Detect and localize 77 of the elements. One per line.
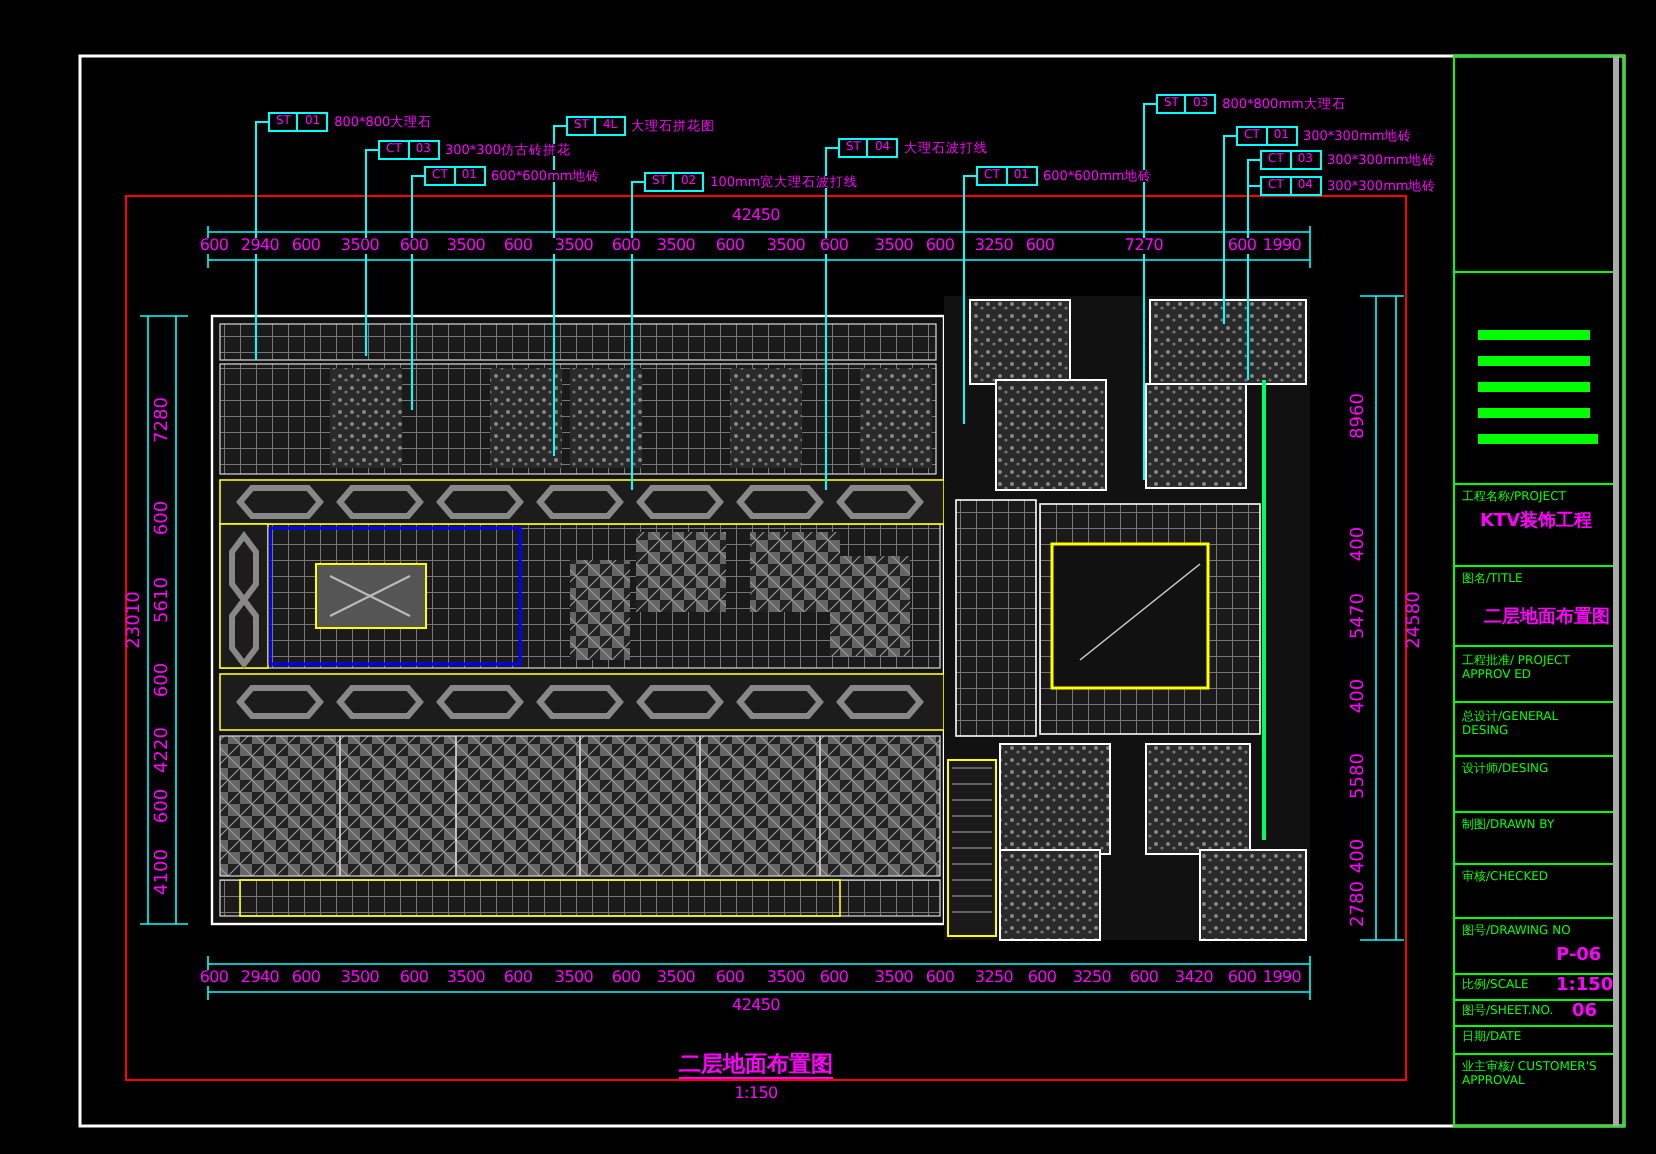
dimension-text: 600 (197, 238, 231, 254)
dimension-text: 600 (713, 970, 747, 986)
dimension-text: 3500 (654, 970, 698, 986)
dimension-text: 600 (501, 970, 535, 986)
dimension-text: 5610 (155, 577, 173, 623)
dimension-text: 1990 (1260, 970, 1304, 986)
dimension-text: 3250 (972, 238, 1016, 254)
dimension-text: 600 (155, 662, 173, 698)
dimension-text: 600 (289, 238, 323, 254)
field-value: 1:150 (1556, 978, 1614, 996)
leader-line (1247, 185, 1261, 381)
dimension-text: 400 (1351, 838, 1369, 874)
dimension-text: 24580 (1407, 591, 1425, 649)
dimension-text: 600 (397, 970, 431, 986)
dimension-text: 3500 (552, 238, 596, 254)
dimension-text: 3250 (972, 970, 1016, 986)
dimension-text: 3500 (444, 238, 488, 254)
dimension-text: 600 (1225, 970, 1259, 986)
dimension-text: 3500 (338, 970, 382, 986)
dimension-text: 2780 (1351, 881, 1369, 927)
dimension-text: 3500 (552, 970, 596, 986)
dimension-text: 600 (155, 788, 173, 824)
dimension-text: 42450 (730, 998, 782, 1014)
dimension-text: 5470 (1351, 593, 1369, 639)
leader-line (553, 125, 567, 457)
dimension-text: 600 (1225, 238, 1259, 254)
dimension-text: 600 (397, 238, 431, 254)
dimension-text: 3250 (1070, 970, 1114, 986)
dimension-text: 600 (923, 238, 957, 254)
dimension-text: 600 (817, 238, 851, 254)
dimension-text: 42450 (730, 208, 782, 224)
dimension-text: 400 (1351, 526, 1369, 562)
leader-line (255, 121, 269, 361)
dimension-text: 7270 (1122, 238, 1166, 254)
dimension-text: 400 (1351, 678, 1369, 714)
leader-line (365, 149, 379, 357)
dimension-text: 600 (501, 238, 535, 254)
dimension-text: 600 (923, 970, 957, 986)
dimension-text: 1990 (1260, 238, 1304, 254)
dimension-text: 2940 (238, 970, 282, 986)
leader-line (825, 147, 839, 491)
dimension-text: 600 (609, 238, 643, 254)
dimension-text: 3500 (764, 238, 808, 254)
dimension-text: 4220 (155, 727, 173, 773)
leader-line (1223, 135, 1237, 325)
dimension-text: 600 (1127, 970, 1161, 986)
dimension-text: 4100 (155, 849, 173, 895)
dimension-text: 3500 (654, 238, 698, 254)
drawing-caption: 二层地面布置图 (679, 1053, 833, 1079)
leader-line (1143, 103, 1157, 481)
dimension-text: 3500 (872, 970, 916, 986)
scale-text: 1:150 (732, 1086, 780, 1102)
dimension-text: 600 (197, 970, 231, 986)
field-value: 二层地面布置图 (1484, 610, 1610, 628)
dimension-text: 3500 (338, 238, 382, 254)
dimension-text: 600 (155, 500, 173, 536)
dimension-text: 5580 (1351, 753, 1369, 799)
leader-line (411, 175, 425, 411)
field-value: P-06 (1556, 948, 1602, 966)
leader-line (963, 175, 977, 425)
dimension-text: 600 (609, 970, 643, 986)
dimension-text: 600 (1025, 970, 1059, 986)
dimension-text: 7280 (155, 397, 173, 443)
dimension-text: 2940 (238, 238, 282, 254)
dimension-text: 3420 (1172, 970, 1216, 986)
dimension-text: 3500 (872, 238, 916, 254)
dimension-text: 3500 (764, 970, 808, 986)
dimension-text: 600 (817, 970, 851, 986)
dimension-text: 8960 (1351, 393, 1369, 439)
dimension-text: 600 (289, 970, 323, 986)
field-value: 06 (1572, 1004, 1598, 1022)
dimension-text: 600 (1023, 238, 1057, 254)
dimension-text: 600 (713, 238, 747, 254)
field-value: KTV装饰工程 (1477, 512, 1595, 534)
leader-line (631, 181, 645, 491)
dimension-text: 23010 (127, 591, 145, 649)
dimension-text: 3500 (444, 970, 488, 986)
